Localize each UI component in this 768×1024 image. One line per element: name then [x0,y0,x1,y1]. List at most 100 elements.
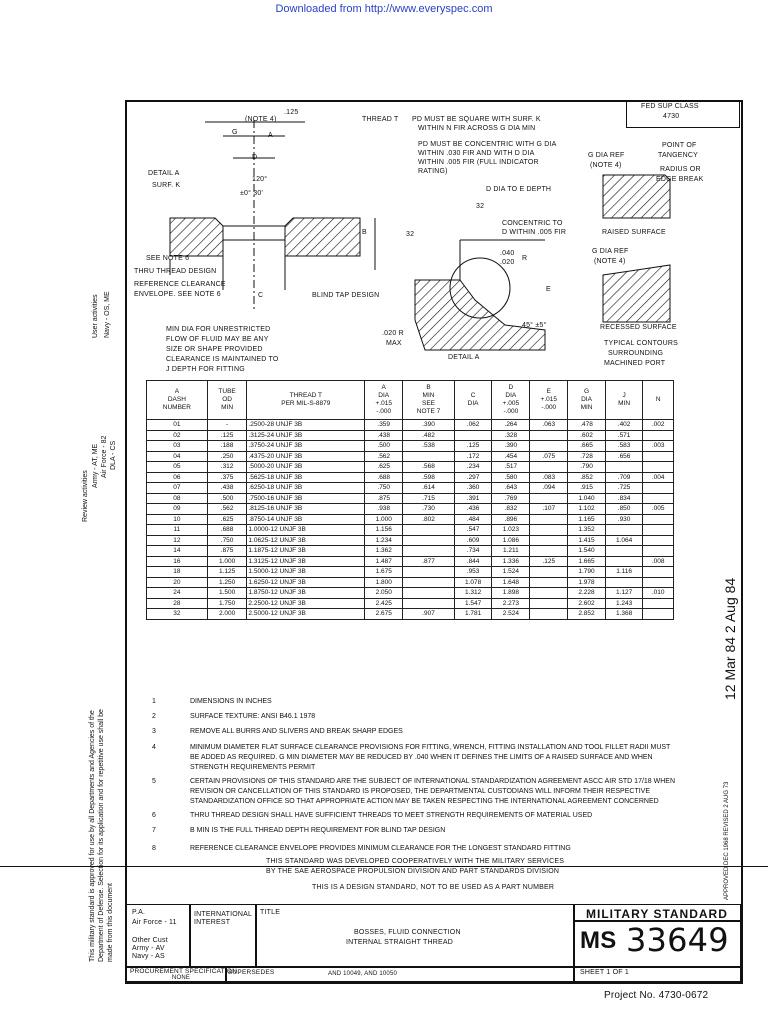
table-cell: .125 [206,429,248,441]
table-cell: 07 [146,482,208,494]
other-navy: Navy - AS [132,953,165,960]
g-dia-ref2: G DIA REF [592,248,629,255]
table-cell: 1.8750-12 UNJF 3B [246,587,366,599]
table-cell: 1.078 [453,576,493,588]
table-cell: 2.524 [491,608,531,620]
table-cell: .715 [402,492,455,504]
table-cell [402,450,455,462]
table-cell [604,555,644,567]
table-cell [642,534,674,546]
table-cell: .665 [567,440,606,452]
table-cell: .802 [402,513,455,525]
table-cell: 2.5000-12 UNJF 3B [246,608,366,620]
table-header-cell: A DASH NUMBER [146,380,208,420]
table-cell: .877 [402,555,455,567]
table-row: 01-.2500-28 UNJF 3B.359.390.062.264.063.… [146,419,674,431]
table-cell: .571 [604,429,644,441]
table-cell [529,524,569,536]
table-cell: 28 [146,597,208,609]
table-cell: .8125-16 UNJF 3B [246,503,366,515]
table-cell: 09 [146,503,208,515]
table-cell [402,597,455,609]
table-cell: .234 [453,461,493,473]
international-interest-box: INTERNATIONAL INTEREST [189,904,257,968]
table-cell: .359 [364,419,404,431]
review-army: Army - AT, ME [92,443,99,488]
table-cell: .875 [206,545,248,557]
table-cell: 02 [146,429,208,441]
table-cell: - [206,419,248,431]
title-line1: BOSSES, FLUID CONNECTION [354,929,461,936]
note-number: 8 [152,845,156,852]
table-cell [529,534,569,546]
table-cell: 20 [146,576,208,588]
label-d: D [252,154,258,161]
table-cell: 2.000 [206,608,248,620]
min-dia-note5: J DEPTH FOR FITTING [166,366,245,373]
table-cell: .930 [604,513,644,525]
ms-number-box: MS 33649 [573,920,741,968]
table-cell: 1.0000-12 UNJF 3B [246,524,366,536]
table-cell [529,429,569,441]
table-cell: .688 [206,524,248,536]
table-cell [642,576,674,588]
table-cell: 1.362 [364,545,404,557]
download-link[interactable]: Downloaded from http://www.everyspec.com [275,3,493,15]
table-header-cell: TUBE OD MIN [206,380,248,420]
table-cell: .454 [491,450,531,462]
table-cell: .436 [453,503,493,515]
user-activities-label: User activities [92,294,99,338]
fsc-label: FED SUP CLASS [641,103,699,110]
angle-120: 120° [252,176,268,183]
label-b: B [362,229,367,236]
table-cell: .500 [206,492,248,504]
table-cell [642,482,674,494]
table-cell: .250 [206,450,248,462]
table-cell: 1.978 [567,576,606,588]
table-cell: .438 [206,482,248,494]
table-header-cell: B MIN SEE NOTE 7 [402,380,455,420]
pd-concentric1: PD MUST BE CONCENTRIC WITH G DIA [418,141,557,148]
table-cell: 1.547 [453,597,493,609]
user-activities-navy: Navy - OS, ME [104,291,111,338]
review-air-force: Air Force - 82 [101,435,108,478]
table-cell: 1.540 [567,545,606,557]
table-cell [529,440,569,452]
table-cell: .614 [402,482,455,494]
table-cell: 1.064 [604,534,644,546]
table-cell: 08 [146,492,208,504]
pd-square-note: PD MUST BE SQUARE WITH SURF. K [412,116,541,123]
table-cell [642,545,674,557]
note-number: 1 [152,698,156,705]
table-cell: 1.800 [364,576,404,588]
table-cell: .953 [453,566,493,578]
table-cell [402,534,455,546]
table-cell [642,461,674,473]
review-activities-label: Review activities [82,470,89,522]
table-cell: 1.023 [491,524,531,536]
table-cell: .4375-20 UNJF 3B [246,450,366,462]
note-text: STRENGTH REQUIREMENTS PERMIT [190,764,316,771]
table-cell [529,461,569,473]
min-dia-note3: SIZE OR SHAPE PROVIDED [166,346,263,353]
table-cell [604,524,644,536]
table-cell: 1.125 [206,566,248,578]
table-cell: .5625-18 UNJF 3B [246,471,366,483]
table-cell [604,545,644,557]
title-box: TITLE BOSSES, FLUID CONNECTION INTERNAL … [255,904,575,968]
table-cell: .083 [529,471,569,483]
table-cell: 2.602 [567,597,606,609]
table-cell: .538 [402,440,455,452]
reference-clearance2: ENVELOPE. SEE NOTE 6 [134,291,221,298]
table-cell: .725 [604,482,644,494]
detail-a-bottom: DETAIL A [448,354,480,361]
table-cell: 04 [146,450,208,462]
table-cell: .625 [206,513,248,525]
supersedes-label: SUPERSEDES [228,969,275,976]
table-cell: 1.312 [453,587,493,599]
